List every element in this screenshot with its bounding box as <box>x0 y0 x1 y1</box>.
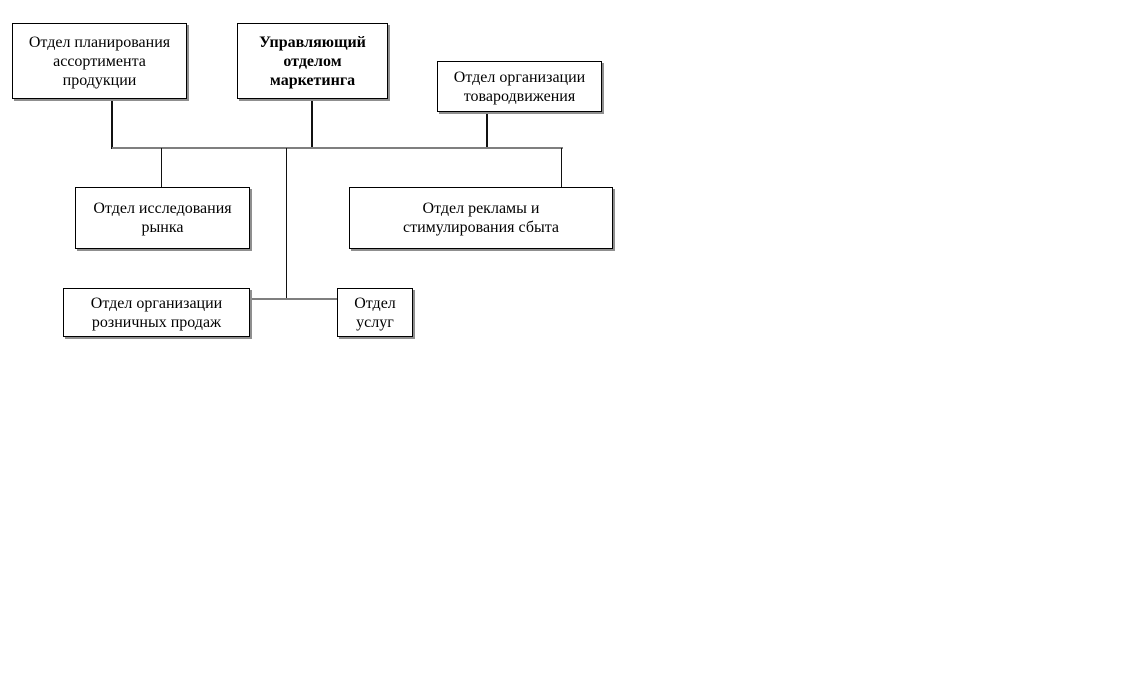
node-assortment-planning: Отдел планирования ассортимента продукци… <box>12 23 187 99</box>
node-goods-distribution: Отдел организации товародвижения <box>437 61 602 112</box>
connector-assortment-planning-drop <box>111 99 113 149</box>
connector-advertising-drop <box>561 148 562 187</box>
node-market-research: Отдел исследования рынка <box>75 187 250 249</box>
connector-market-research-drop <box>161 148 162 187</box>
connector-retail-services-link <box>250 298 338 300</box>
connector-goods-distribution-drop <box>486 112 488 149</box>
node-services: Отдел услуг <box>337 288 413 337</box>
connector-marketing-manager-drop <box>311 99 313 149</box>
node-advertising-sales-promotion: Отдел рекламы и стимулирования сбыта <box>349 187 613 249</box>
connector-main-bus <box>112 147 563 149</box>
node-retail-sales: Отдел организации розничных продаж <box>63 288 250 337</box>
connector-services-branch-drop <box>286 148 287 300</box>
node-marketing-manager: Управляющий отделом маркетинга <box>237 23 388 99</box>
